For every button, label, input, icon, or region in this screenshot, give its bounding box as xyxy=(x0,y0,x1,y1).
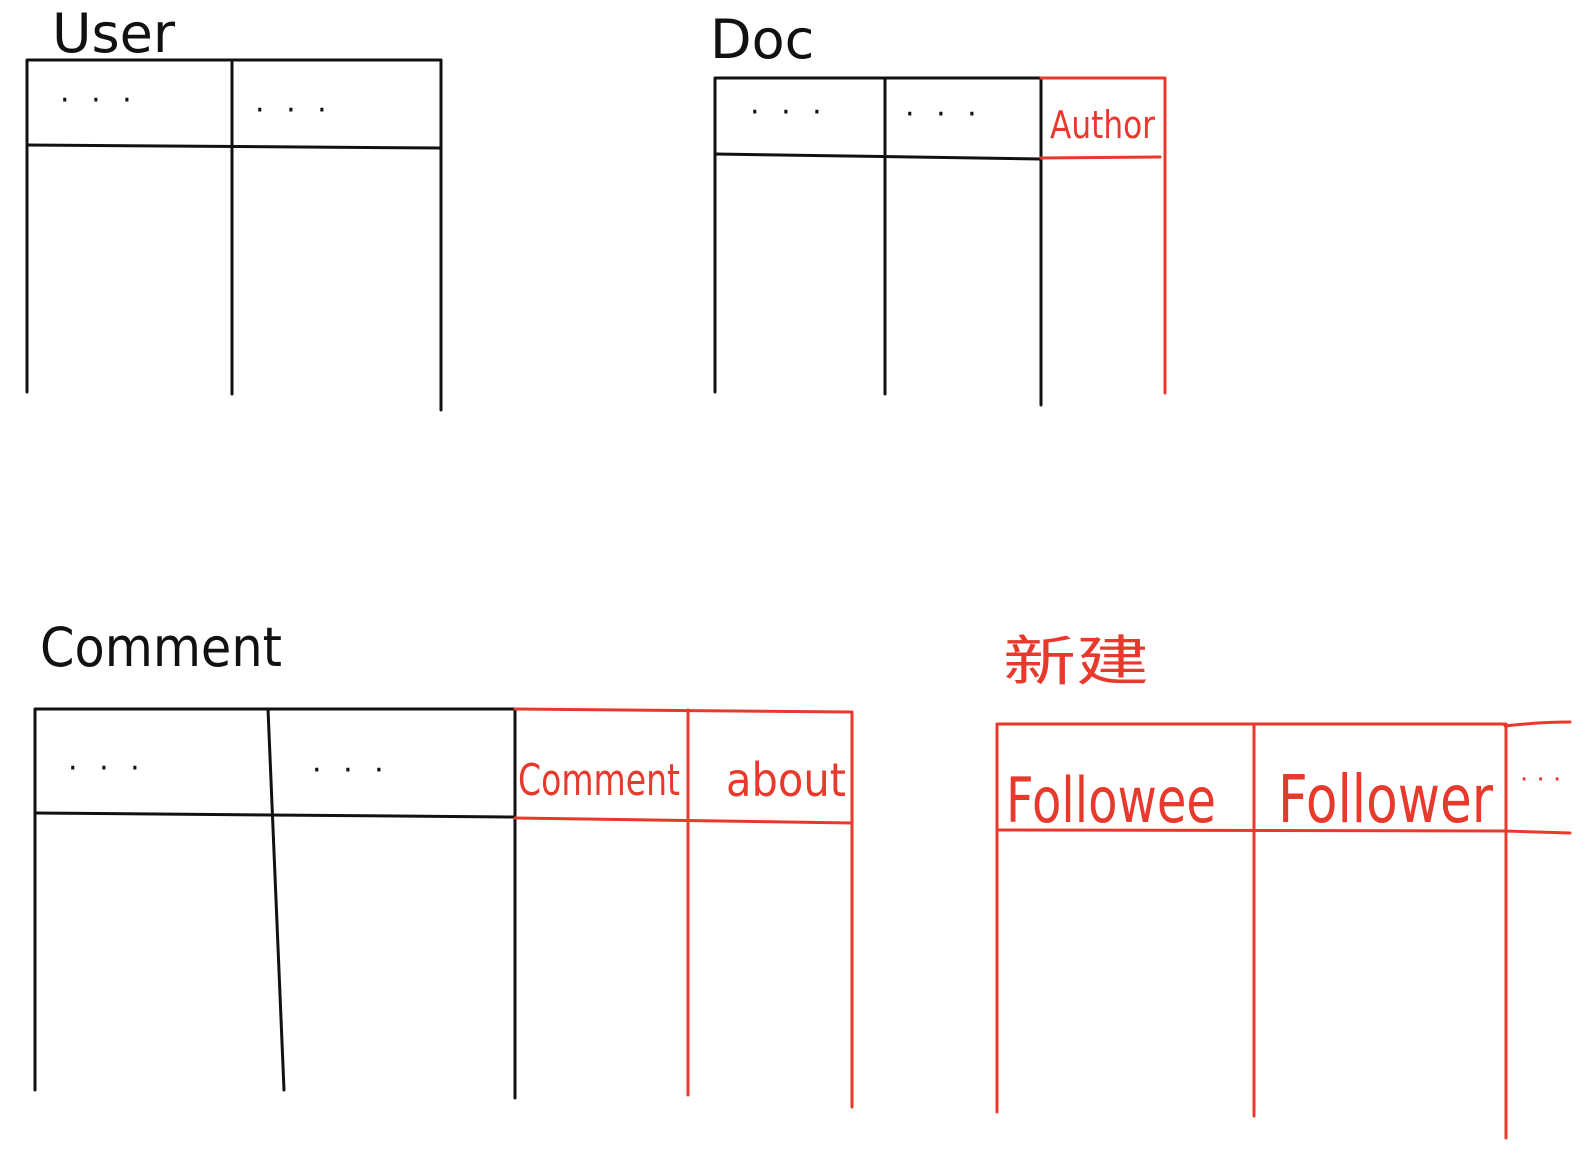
doc-table-added-header-divider xyxy=(1039,155,1162,160)
user-table-header-divider xyxy=(25,143,443,150)
doc-table-column-1: · · · xyxy=(750,95,828,130)
comment-table-column-about: about xyxy=(726,753,846,807)
new-table-continuation-top xyxy=(1503,720,1572,728)
new-table-column-more: · · · xyxy=(1520,765,1561,795)
comment-table-added-header-divider xyxy=(513,816,854,825)
comment-table-title: Comment xyxy=(40,616,282,679)
doc-table-title: Doc xyxy=(710,8,814,71)
comment-table-column-comment: Comment xyxy=(518,755,680,806)
user-table-column-1: · · · xyxy=(60,83,138,118)
comment-table-column-divider-1 xyxy=(266,707,286,1092)
comment-table-added-columns-outline xyxy=(513,707,854,1109)
new-table-outline xyxy=(995,722,1507,1114)
doc-table-outline xyxy=(713,76,1043,394)
doc-table-column-2: · · · xyxy=(905,97,983,132)
comment-table-outline xyxy=(33,707,517,1092)
user-table: User · · · · · · xyxy=(25,2,443,412)
doc-table: Doc · · · · · · Author xyxy=(710,8,1167,407)
comment-table: Comment · · · · · · Comment about xyxy=(33,616,854,1109)
new-table-column-follower: Follower xyxy=(1278,761,1494,838)
user-table-column-2: · · · xyxy=(255,93,333,128)
doc-table-column-author: Author xyxy=(1050,103,1155,147)
comment-table-column-1: · · · xyxy=(68,751,146,786)
new-table-title: 新建 xyxy=(1003,630,1149,693)
new-table: 新建 Followee Follower · · · xyxy=(995,630,1572,1140)
comment-table-header-divider xyxy=(33,811,517,819)
user-table-title: User xyxy=(52,2,176,65)
doc-table-header-divider xyxy=(713,152,1043,161)
new-table-column-followee: Followee xyxy=(1006,764,1216,837)
user-table-outline xyxy=(25,58,443,412)
doc-table-added-column-outline xyxy=(1039,76,1167,395)
comment-table-column-2: · · · xyxy=(312,753,390,788)
